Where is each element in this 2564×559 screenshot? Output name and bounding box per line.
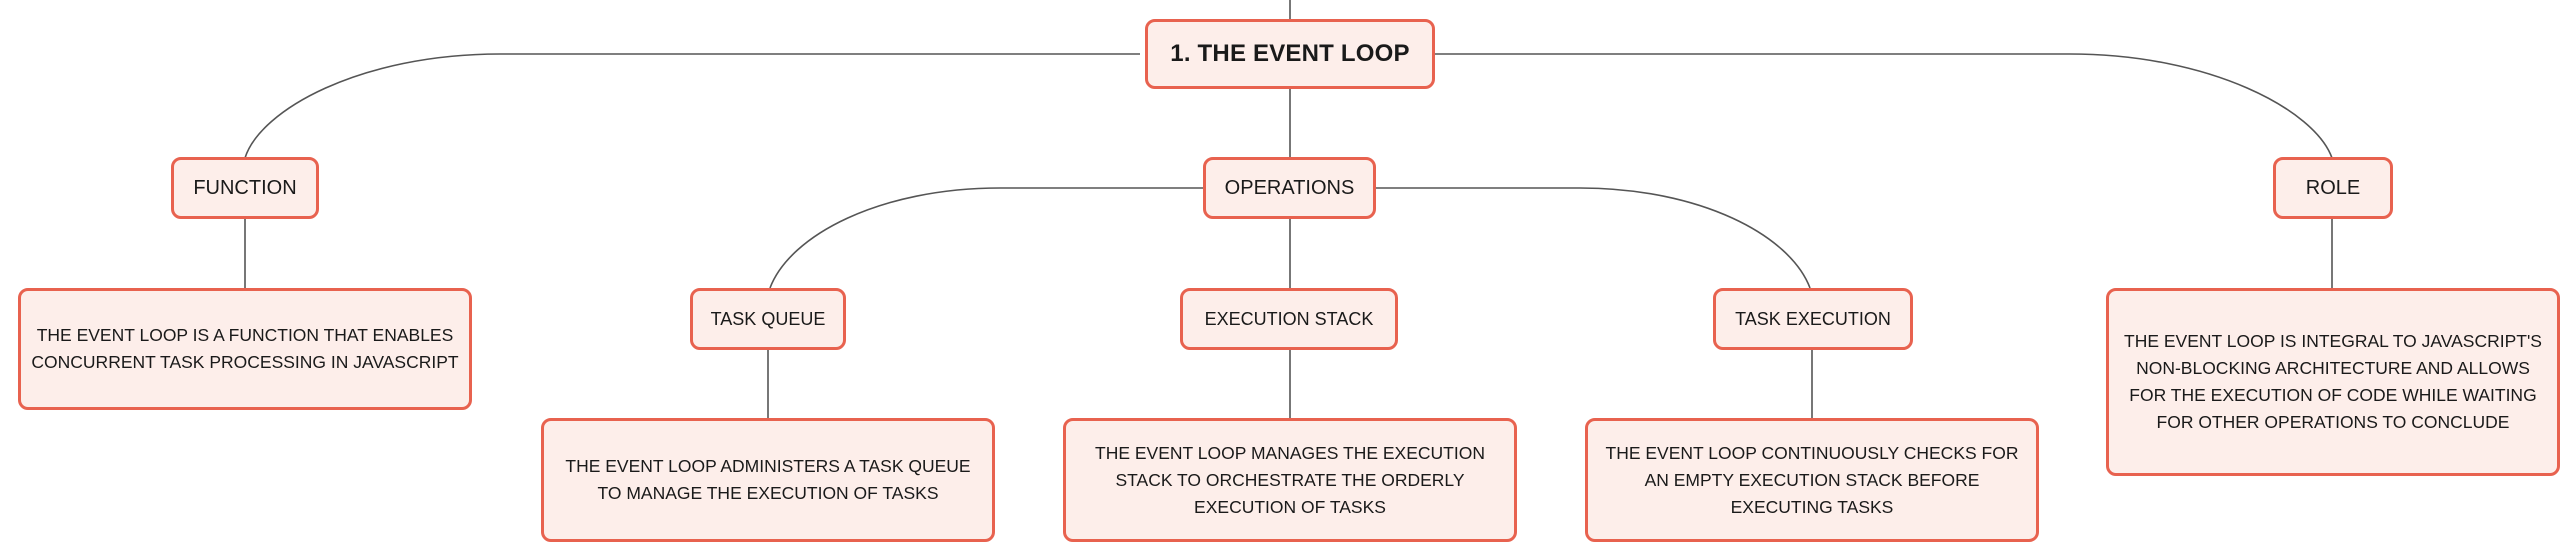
task-queue-description-node[interactable]: THE EVENT LOOP ADMINISTERS A TASK QUEUE …: [541, 418, 995, 542]
function-description-node[interactable]: THE EVENT LOOP IS A FUNCTION THAT ENABLE…: [18, 288, 472, 410]
task-execution-node[interactable]: TASK EXECUTION: [1713, 288, 1913, 350]
task-queue-label: TASK QUEUE: [710, 308, 826, 329]
function-label: FUNCTION: [193, 176, 297, 199]
function-node[interactable]: FUNCTION: [171, 157, 319, 219]
role-description: THE EVENT LOOP IS INTEGRAL TO JAVASCRIPT…: [2124, 331, 2542, 432]
task-queue-description: THE EVENT LOOP ADMINISTERS A TASK QUEUE …: [565, 456, 971, 503]
operations-label: OPERATIONS: [1224, 176, 1355, 199]
role-label: ROLE: [2305, 176, 2361, 199]
role-node[interactable]: ROLE: [2273, 157, 2393, 219]
task-execution-description: THE EVENT LOOP CONTINUOUSLY CHECKS FOR A…: [1605, 442, 2019, 517]
execution-stack-description: THE EVENT LOOP MANAGES THE EXECUTION STA…: [1095, 442, 1485, 517]
function-description: THE EVENT LOOP IS A FUNCTION THAT ENABLE…: [31, 325, 459, 372]
operations-node[interactable]: OPERATIONS: [1203, 157, 1376, 219]
connector-root-function: [244, 53, 1140, 159]
connector-root-role: [1435, 53, 2333, 159]
execution-stack-label: EXECUTION STACK: [1204, 308, 1374, 329]
root-label: 1. THE EVENT LOOP: [1170, 40, 1410, 67]
task-execution-description-node[interactable]: THE EVENT LOOP CONTINUOUSLY CHECKS FOR A…: [1585, 418, 2039, 542]
execution-stack-description-node[interactable]: THE EVENT LOOP MANAGES THE EXECUTION STA…: [1063, 418, 1517, 542]
execution-stack-node[interactable]: EXECUTION STACK: [1180, 288, 1398, 350]
connector-operations-task-execution: [1375, 187, 1811, 289]
role-description-node[interactable]: THE EVENT LOOP IS INTEGRAL TO JAVASCRIPT…: [2106, 288, 2560, 476]
task-execution-label: TASK EXECUTION: [1735, 308, 1891, 329]
connector-operations-task-queue: [769, 187, 1204, 289]
root-node[interactable]: 1. THE EVENT LOOP: [1145, 19, 1435, 89]
task-queue-node[interactable]: TASK QUEUE: [690, 288, 846, 350]
